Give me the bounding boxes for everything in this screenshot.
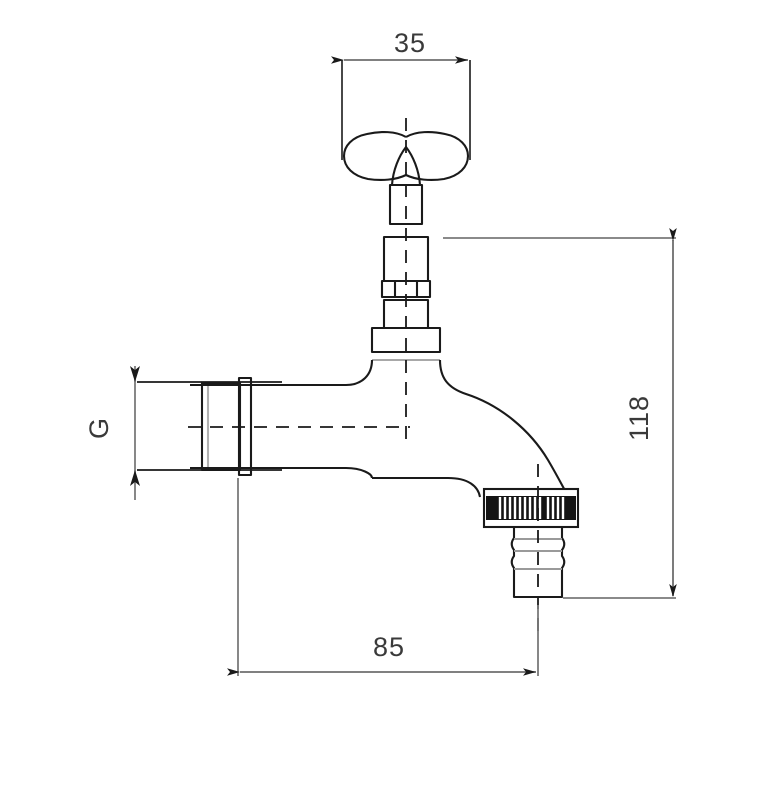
centrelines-group	[188, 118, 539, 640]
spout-curve	[438, 359, 569, 497]
butterfly-handle-right	[405, 130, 470, 181]
knurled-hose-collar	[482, 487, 580, 529]
dimension-total-height: 118	[443, 228, 677, 599]
faucet-body-lower-left	[190, 466, 374, 479]
butterfly-handle	[342, 130, 407, 181]
dim-85-label: 85	[373, 632, 405, 662]
knurl-stripes	[498, 497, 565, 519]
dimension-inlet-thread: G	[84, 366, 282, 500]
dim-G-arrow-top	[130, 366, 140, 382]
dim-118-label: 118	[624, 395, 654, 441]
dim-35-label: 35	[394, 28, 426, 58]
dimension-handle-width: 35	[331, 28, 471, 160]
dim-G-arrow-bottom	[130, 470, 140, 486]
faucet-body-underside	[372, 476, 482, 498]
dim-G-label: G	[84, 417, 114, 439]
faucet-body-upper-left	[190, 359, 374, 387]
dimension-projection-length: 85	[227, 478, 539, 676]
